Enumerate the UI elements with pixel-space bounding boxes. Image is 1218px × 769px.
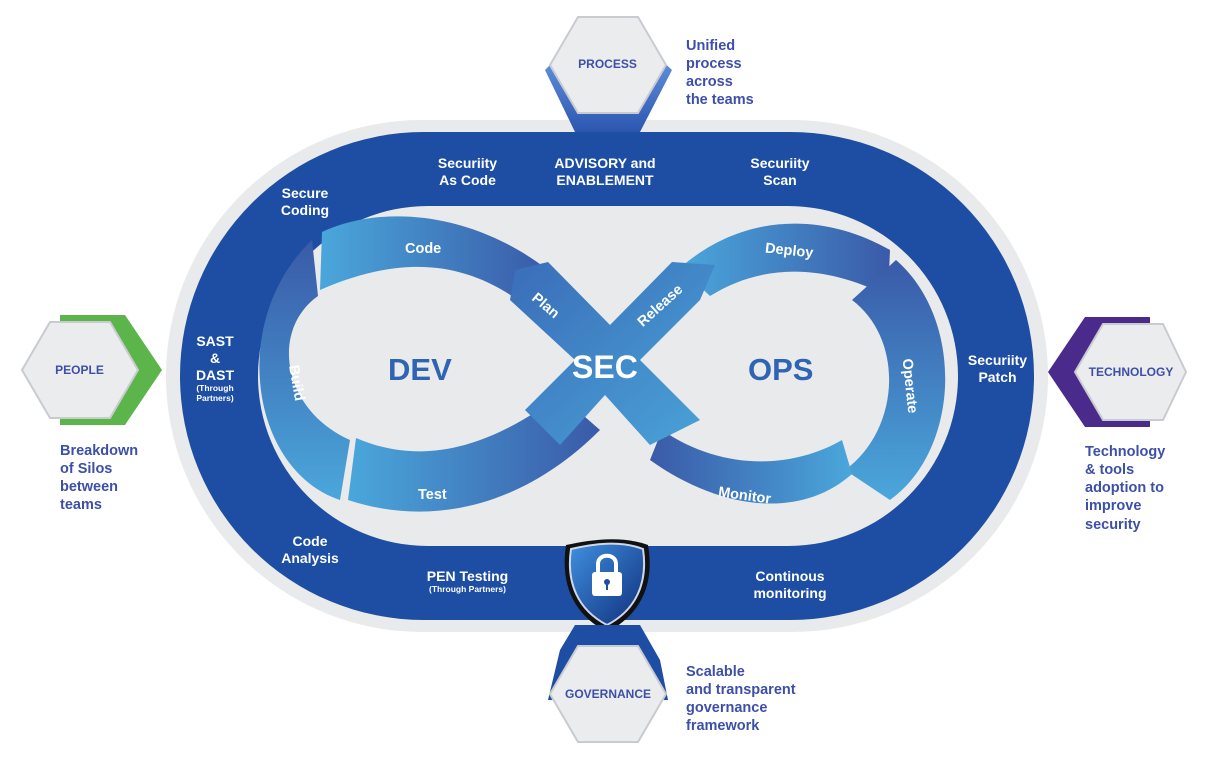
sast-dast-label: SAST & DAST (Through Partners) xyxy=(185,333,245,403)
advisory-label: ADVISORY and ENABLEMENT xyxy=(554,155,656,189)
operate-segment xyxy=(845,260,946,500)
code-label: Code xyxy=(405,241,442,257)
dev-title: DEV xyxy=(388,352,452,387)
technology-note: Technology & tools adoption to improve s… xyxy=(1085,444,1166,533)
sec-title: SEC xyxy=(572,349,638,385)
ops-title: OPS xyxy=(748,352,814,387)
lock-shield-icon xyxy=(564,539,650,632)
sast-dast-text: SAST & DAST xyxy=(195,333,235,384)
pen-testing-label: PEN Testing (Through Partners) xyxy=(400,568,535,594)
security-as-code-label: Securiity As Code xyxy=(437,155,498,189)
security-patch-label: Securiity Patch xyxy=(967,352,1028,386)
sec-cross xyxy=(510,262,715,445)
process-label: PROCESS xyxy=(578,57,637,71)
pen-testing-text: PEN Testing xyxy=(426,568,509,584)
security-scan-label: Securiity Scan xyxy=(750,155,810,189)
test-segment xyxy=(348,395,600,512)
monitor-segment xyxy=(650,430,852,504)
dev-loop xyxy=(259,216,600,512)
build-segment xyxy=(259,240,350,500)
technology-pillar xyxy=(1048,317,1188,427)
ops-loop xyxy=(650,223,946,504)
technology-label: TECHNOLOGY xyxy=(1088,365,1174,379)
people-pillar xyxy=(20,315,162,425)
process-pillar xyxy=(545,16,672,132)
governance-note: Scalable and transparent governance fram… xyxy=(686,664,796,735)
pen-testing-note: (Through Partners) xyxy=(429,584,506,595)
code-segment xyxy=(320,216,548,296)
test-label: Test xyxy=(418,487,447,503)
continuous-monitoring-label: Continous monitoring xyxy=(753,568,827,602)
governance-label: GOVERNANCE xyxy=(564,687,651,701)
process-note: Unified process across the teams xyxy=(686,38,754,109)
code-analysis-label: Code Analysis xyxy=(281,533,339,567)
governance-pillar xyxy=(548,625,668,743)
sast-dast-note: (Through Partners) xyxy=(196,383,234,403)
sec-x-shape xyxy=(510,262,715,445)
people-label: PEOPLE xyxy=(55,363,104,377)
secure-coding-label: Secure Coding xyxy=(280,185,330,219)
people-note: Breakdown of Silos between teams xyxy=(60,443,139,514)
deploy-segment xyxy=(680,223,890,296)
